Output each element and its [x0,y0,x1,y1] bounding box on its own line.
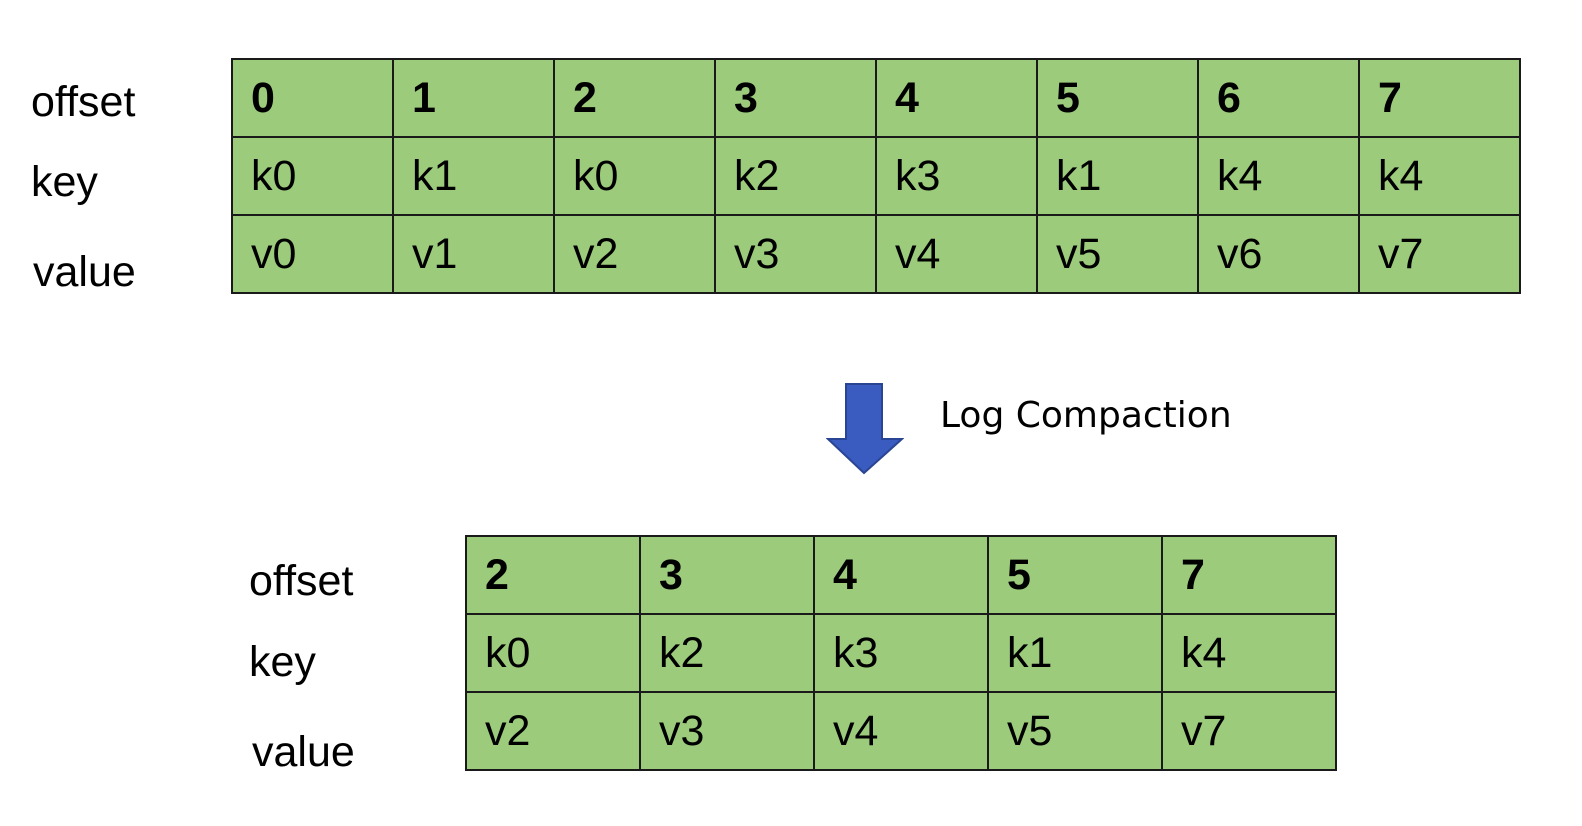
key-cell: k0 [231,136,394,216]
offset-cell: 1 [392,58,555,138]
key-cell: k1 [392,136,555,216]
value-cell: v7 [1161,691,1337,771]
offset-cell: 3 [714,58,877,138]
value-cell: v4 [875,214,1038,294]
key-cell: k3 [875,136,1038,216]
value-cell: v2 [465,691,641,771]
key-cell: k3 [813,613,989,693]
key-cell: k1 [987,613,1163,693]
value-cell: v0 [231,214,394,294]
bottom-value-label: value [252,728,355,776]
key-cell: k0 [553,136,716,216]
top-offset-label: offset [31,78,136,126]
offset-cell: 0 [231,58,394,138]
value-row: v0 v1 v2 v3 v4 v5 v6 v7 [231,214,1521,294]
value-cell: v2 [553,214,716,294]
value-cell: v3 [639,691,815,771]
value-cell: v6 [1197,214,1360,294]
bottom-offset-label: offset [249,557,354,605]
value-cell: v3 [714,214,877,294]
key-cell: k4 [1358,136,1521,216]
offset-cell: 4 [875,58,1038,138]
offset-cell: 5 [1036,58,1199,138]
key-cell: k1 [1036,136,1199,216]
key-cell: k2 [639,613,815,693]
value-cell: v5 [987,691,1163,771]
down-arrow-icon [826,383,904,475]
offset-cell: 4 [813,535,989,615]
key-cell: k2 [714,136,877,216]
log-compaction-label: Log Compaction [940,395,1232,436]
value-cell: v1 [392,214,555,294]
top-key-label: key [31,158,98,206]
key-cell: k4 [1197,136,1360,216]
offset-cell: 6 [1197,58,1360,138]
offset-row: 0 1 2 3 4 5 6 7 [231,58,1521,138]
value-cell: v4 [813,691,989,771]
log-before-compaction: 0 1 2 3 4 5 6 7 k0 k1 k0 k2 k3 k1 k4 k4 … [231,58,1521,294]
key-row: k0 k1 k0 k2 k3 k1 k4 k4 [231,136,1521,216]
offset-cell: 3 [639,535,815,615]
offset-cell: 7 [1161,535,1337,615]
log-after-compaction: 2 3 4 5 7 k0 k2 k3 k1 k4 v2 v3 v4 v5 v7 [465,535,1337,771]
top-value-label: value [33,248,136,296]
offset-row: 2 3 4 5 7 [465,535,1337,615]
offset-cell: 2 [465,535,641,615]
bottom-key-label: key [249,638,316,686]
key-row: k0 k2 k3 k1 k4 [465,613,1337,693]
value-cell: v5 [1036,214,1199,294]
key-cell: k0 [465,613,641,693]
offset-cell: 5 [987,535,1163,615]
offset-cell: 7 [1358,58,1521,138]
value-row: v2 v3 v4 v5 v7 [465,691,1337,771]
key-cell: k4 [1161,613,1337,693]
value-cell: v7 [1358,214,1521,294]
offset-cell: 2 [553,58,716,138]
